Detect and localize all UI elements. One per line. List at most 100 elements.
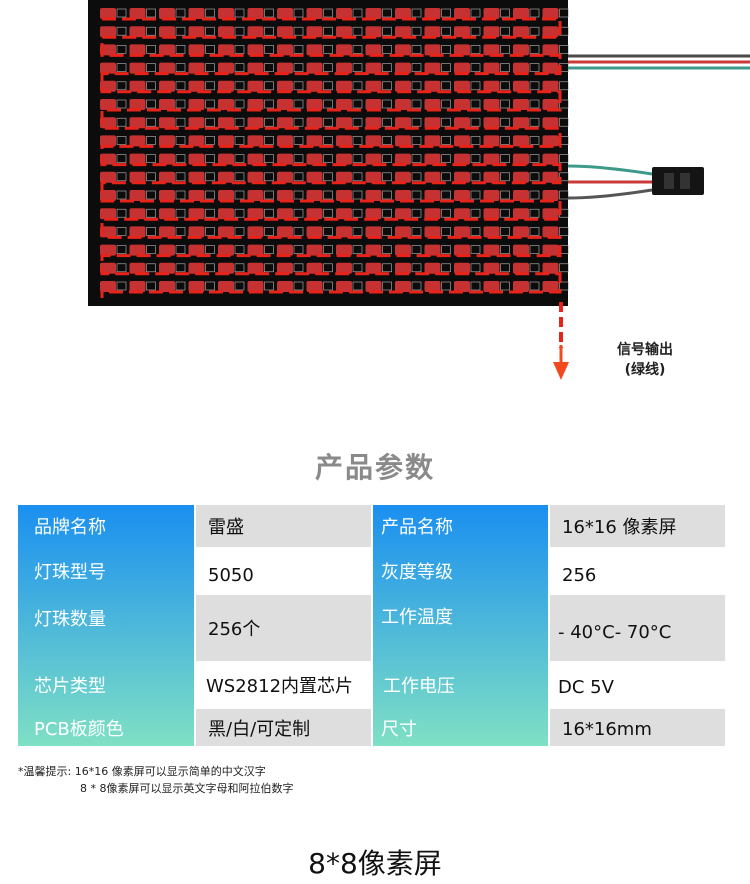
led-bead bbox=[100, 153, 116, 165]
led-bead bbox=[188, 281, 205, 292]
led-bead bbox=[513, 99, 529, 110]
led-silkscreen bbox=[382, 117, 392, 127]
led-silkscreen bbox=[441, 45, 451, 54]
led-bead bbox=[100, 99, 116, 110]
led-silkscreen bbox=[470, 81, 481, 91]
led-silkscreen bbox=[323, 172, 333, 182]
led-bead bbox=[129, 262, 146, 274]
led-silkscreen bbox=[382, 227, 392, 236]
led-silkscreen bbox=[205, 26, 215, 36]
led-bead bbox=[336, 226, 352, 238]
led-silkscreen bbox=[146, 190, 156, 200]
led-silkscreen bbox=[264, 263, 274, 273]
led-silkscreen bbox=[323, 227, 333, 236]
led-bead bbox=[247, 190, 264, 201]
led-silkscreen bbox=[116, 117, 127, 127]
led-bead bbox=[188, 171, 205, 183]
led-bead bbox=[277, 44, 293, 56]
led-bead bbox=[365, 153, 382, 165]
led-bead bbox=[100, 262, 116, 274]
led-bead bbox=[513, 226, 529, 238]
led-bead bbox=[542, 208, 559, 220]
led-silkscreen bbox=[293, 8, 304, 18]
led-silkscreen bbox=[382, 45, 392, 54]
led-silkscreen bbox=[500, 227, 510, 236]
led-bead bbox=[100, 190, 116, 201]
led-silkscreen bbox=[146, 172, 156, 182]
led-bead bbox=[277, 281, 293, 292]
led-silkscreen bbox=[293, 263, 304, 273]
led-silkscreen bbox=[264, 245, 274, 254]
led-silkscreen bbox=[146, 227, 156, 236]
led-silkscreen bbox=[411, 81, 422, 91]
led-silkscreen bbox=[441, 136, 451, 145]
chip-type-label: 芯片类型 bbox=[34, 676, 106, 697]
led-silkscreen bbox=[175, 227, 186, 236]
jst-connector bbox=[652, 167, 704, 195]
led-bead bbox=[424, 208, 441, 220]
led-bead bbox=[188, 44, 205, 56]
led-bead bbox=[188, 62, 205, 74]
led-bead bbox=[542, 117, 559, 129]
led-silkscreen bbox=[234, 227, 245, 236]
led-silkscreen bbox=[293, 208, 304, 218]
led-silkscreen bbox=[205, 81, 215, 91]
led-bead bbox=[424, 153, 441, 165]
led-bead bbox=[365, 208, 382, 220]
led-silkscreen bbox=[411, 136, 422, 145]
led-silkscreen bbox=[382, 99, 392, 109]
led-bead bbox=[395, 171, 411, 183]
led-silkscreen bbox=[352, 99, 363, 109]
led-silkscreen bbox=[293, 281, 304, 291]
led-silkscreen bbox=[234, 136, 245, 145]
led-silkscreen bbox=[529, 136, 540, 145]
led-silkscreen bbox=[116, 245, 127, 254]
led-bead bbox=[159, 99, 175, 110]
led-bead bbox=[159, 8, 175, 19]
led-silkscreen bbox=[293, 190, 304, 200]
led-silkscreen bbox=[500, 190, 510, 200]
led-silkscreen bbox=[411, 281, 422, 291]
led-silkscreen bbox=[500, 63, 510, 72]
led-bead bbox=[542, 171, 559, 183]
led-silkscreen bbox=[500, 117, 510, 127]
led-silkscreen bbox=[441, 26, 451, 36]
led-bead bbox=[424, 171, 441, 183]
led-silkscreen bbox=[559, 227, 569, 236]
left-label-column bbox=[18, 505, 194, 746]
led-silkscreen bbox=[175, 26, 186, 36]
led-bead bbox=[306, 117, 323, 129]
signal-output-line1: 信号输出 bbox=[617, 342, 673, 358]
led-silkscreen bbox=[411, 8, 422, 18]
led-silkscreen bbox=[146, 208, 156, 218]
led-silkscreen bbox=[500, 245, 510, 254]
led-bead bbox=[100, 80, 116, 92]
led-silkscreen bbox=[264, 45, 274, 54]
led-bead bbox=[424, 80, 441, 92]
led-silkscreen bbox=[529, 117, 540, 127]
led-silkscreen bbox=[529, 81, 540, 91]
led-bead bbox=[395, 190, 411, 201]
led-bead bbox=[129, 281, 146, 292]
led-bead bbox=[542, 62, 559, 74]
led-bead bbox=[129, 171, 146, 183]
section-title: 产品参数 bbox=[314, 451, 435, 484]
led-bead bbox=[454, 44, 470, 56]
led-silkscreen bbox=[116, 81, 127, 91]
led-silkscreen bbox=[205, 263, 215, 273]
led-bead bbox=[159, 262, 175, 274]
led-bead bbox=[513, 8, 529, 19]
led-silkscreen bbox=[234, 8, 245, 18]
led-bead bbox=[542, 44, 559, 56]
led-silkscreen bbox=[470, 117, 481, 127]
led-bead bbox=[247, 208, 264, 220]
led-bead bbox=[483, 80, 500, 92]
led-bead bbox=[159, 190, 175, 201]
led-bead bbox=[513, 153, 529, 165]
led-bead bbox=[336, 153, 352, 165]
led-bead bbox=[424, 135, 441, 147]
led-bead bbox=[336, 80, 352, 92]
led-bead bbox=[188, 190, 205, 201]
led-bead bbox=[218, 8, 234, 19]
led-silkscreen bbox=[382, 154, 392, 163]
